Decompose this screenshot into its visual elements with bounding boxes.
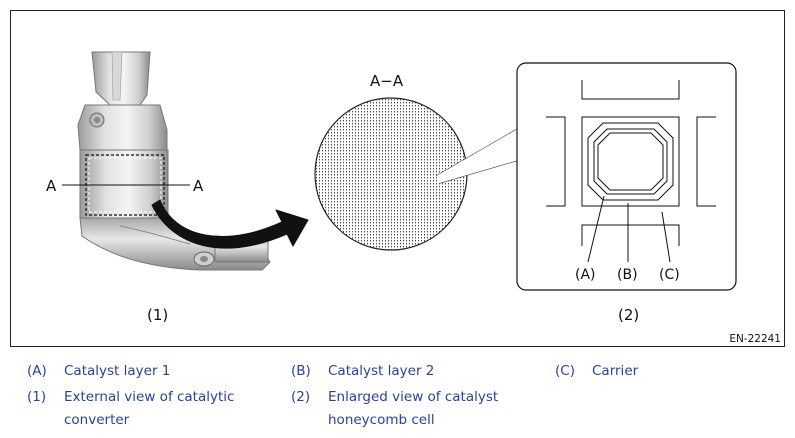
legend-key: (B) (291, 363, 311, 379)
callout-a: (A) (575, 267, 596, 283)
legend-item-c: (C) Carrier (555, 360, 785, 383)
legend-item-a: (A) Catalyst layer 1 (27, 360, 277, 383)
panel-1-label: (1) (147, 306, 168, 324)
callout-b: (B) (617, 267, 638, 283)
legend-key: (2) (291, 389, 311, 405)
legend-item-2: (2) Enlarged view of catalyst honeycomb … (291, 386, 541, 432)
cut-label-right: A (193, 177, 204, 195)
legend-text: Enlarged view of catalyst honeycomb cell (328, 389, 499, 428)
legend-item-1: (1) External view of catalytic converter (27, 386, 277, 432)
honeycomb-detail-box (516, 62, 737, 291)
legend-key: (C) (555, 363, 575, 379)
legend-text: Carrier (592, 363, 639, 379)
legend-key: (1) (27, 389, 47, 405)
legend-text: Catalyst layer 1 (64, 363, 171, 379)
panel-2-label: (2) (618, 306, 639, 324)
legend-text: Catalyst layer 2 (328, 363, 435, 379)
figure-id: EN-22241 (729, 333, 781, 345)
callout-c: (C) (659, 267, 680, 283)
legend-text: External view of catalytic converter (64, 389, 235, 428)
catalytic-converter-diagram: A A A−A (A) (B) (C) (1) (2) EN-22241 (10, 10, 785, 347)
honeycomb-cell-illustration (546, 80, 716, 263)
legend-item-b: (B) Catalyst layer 2 (291, 360, 541, 383)
figure-frame (10, 10, 785, 347)
curved-arrow (151, 199, 309, 249)
cut-label-left: A (46, 177, 57, 195)
legend-key: (A) (27, 363, 47, 379)
catalytic-converter-illustration (77, 51, 271, 271)
section-label: A−A (370, 72, 404, 90)
